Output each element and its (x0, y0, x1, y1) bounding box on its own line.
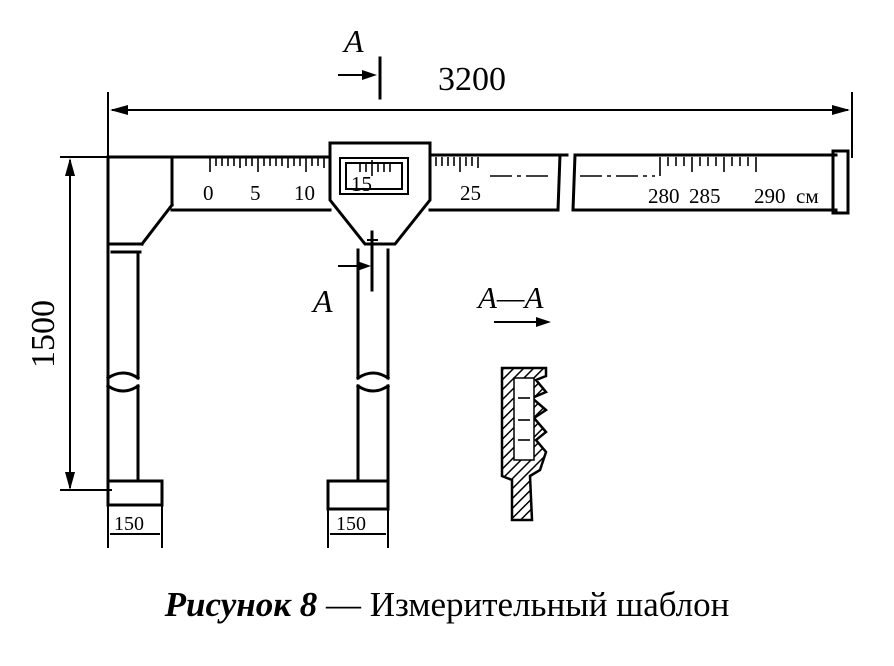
scale-ticks-left (209, 158, 325, 172)
right-foot-dimension: 150 (327, 509, 389, 548)
scale-label-290: 290 (754, 184, 786, 208)
figure-caption-dash: — (325, 585, 361, 624)
left-foot-dimension: 150 (107, 505, 163, 548)
height-dimension: 1500 (25, 156, 112, 491)
section-mark-top: A (338, 23, 382, 100)
figure-caption-text: Измерительный шаблон (369, 585, 730, 624)
scale-label-10: 10 (294, 181, 315, 205)
section-mark-top-label: A (342, 23, 364, 59)
right-foot-label: 150 (336, 513, 366, 535)
scale-label-280: 280 (648, 184, 680, 208)
overall-length-dimension: 3200 (107, 61, 853, 160)
horizontal-bar (106, 149, 850, 215)
figure-caption-label: Рисунок 8 (164, 585, 318, 624)
section-view-a-a: A—A (476, 280, 551, 522)
scale-label-5: 5 (250, 181, 261, 205)
section-mark-side: A (311, 261, 371, 319)
scale-ticks-right (659, 157, 757, 176)
section-title: A—A (476, 280, 545, 315)
overall-length-label: 3200 (438, 61, 506, 98)
scale-ticks-middle (435, 157, 479, 172)
scale-unit-label: см (796, 184, 819, 208)
height-label: 1500 (25, 300, 62, 368)
right-movable-leg (326, 248, 391, 511)
left-fixed-leg (105, 155, 175, 507)
scale-labels: 0 5 10 15 25 280 285 290 см (203, 172, 819, 208)
figure-caption: Рисунок 8 — Измерительный шаблон (0, 585, 894, 625)
scale-label-15: 15 (351, 172, 372, 196)
scale-label-0: 0 (203, 181, 214, 205)
sliding-carriage (328, 141, 432, 292)
left-foot-label: 150 (114, 513, 144, 535)
scale-label-285: 285 (689, 184, 721, 208)
scale-label-25: 25 (460, 181, 481, 205)
section-mark-side-label: A (311, 283, 333, 319)
